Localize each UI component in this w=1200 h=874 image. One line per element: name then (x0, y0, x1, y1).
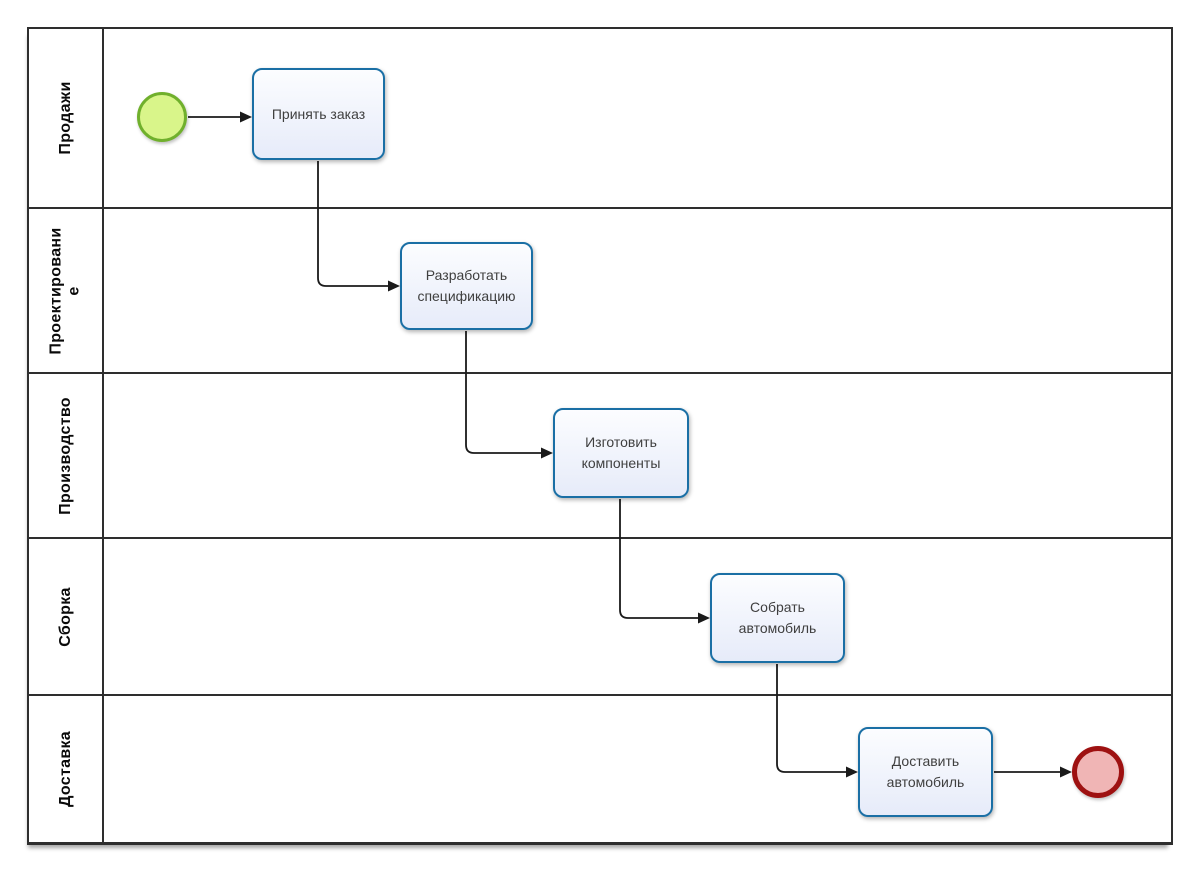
task-accept-order[interactable]: Принять заказ (252, 68, 385, 160)
task-assemble-car-label: Собрать автомобиль (738, 599, 817, 636)
flow-accept-order-to-develop-spec[interactable] (317, 161, 400, 292)
lane-header-design[interactable]: Проектирование (29, 209, 104, 372)
task-deliver-car[interactable]: Доставить автомобиль (858, 727, 993, 817)
lane-design: Проектирование (29, 207, 1171, 372)
task-deliver-car-label: Доставить автомобиль (886, 753, 965, 790)
end-event[interactable] (1072, 746, 1124, 798)
task-make-components[interactable]: Изготовить компоненты (553, 408, 689, 498)
flow-make-components-to-assemble-car[interactable] (619, 499, 710, 624)
lane-header-assembly[interactable]: Сборка (29, 539, 104, 694)
lane-label-sales: Продажи (56, 81, 74, 155)
lane-label-delivery: Доставка (56, 731, 74, 807)
lane-assembly: Сборка (29, 537, 1171, 694)
lane-delivery: Доставка (29, 694, 1171, 842)
lane-header-sales[interactable]: Продажи (29, 29, 104, 207)
start-event[interactable] (137, 92, 187, 142)
lane-production: Производство (29, 372, 1171, 537)
lane-header-production[interactable]: Производство (29, 374, 104, 537)
task-make-components-label: Изготовить компоненты (581, 434, 661, 471)
flow-develop-spec-to-make-components[interactable] (465, 331, 553, 459)
lane-label-production: Производство (56, 396, 74, 515)
task-develop-spec[interactable]: Разработать спецификацию (400, 242, 533, 330)
task-accept-order-label: Принять заказ (271, 105, 366, 122)
lane-label-assembly: Сборка (56, 586, 74, 647)
lane-label-design: Проектирование (47, 226, 83, 355)
task-assemble-car[interactable]: Собрать автомобиль (710, 573, 845, 663)
flow-assemble-car-to-deliver-car[interactable] (776, 664, 858, 778)
lane-header-delivery[interactable]: Доставка (29, 696, 104, 842)
task-develop-spec-label: Разработать спецификацию (417, 267, 516, 304)
lane-sales: Продажи (29, 29, 1171, 207)
